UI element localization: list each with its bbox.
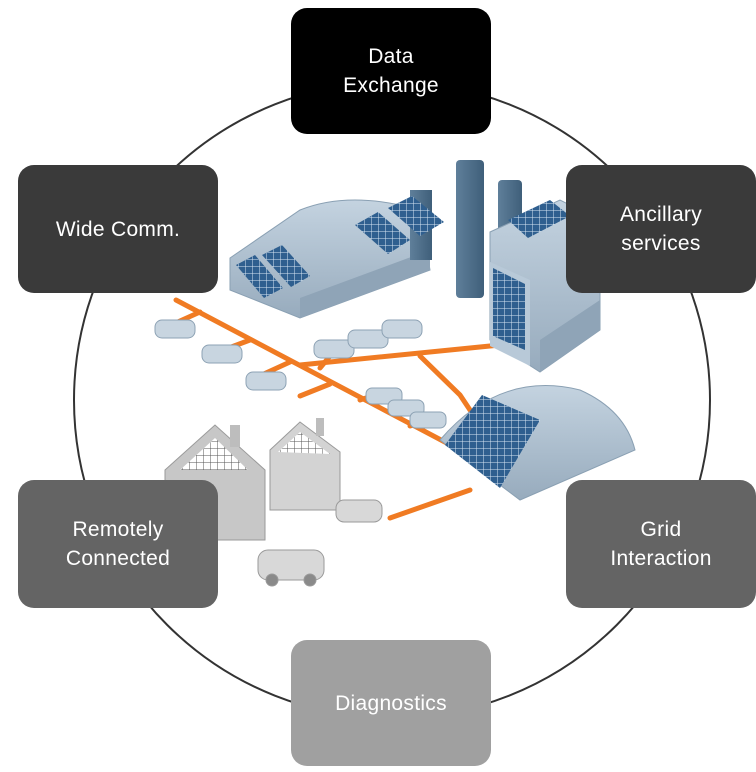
smokestack [456, 160, 484, 298]
node-data-exchange-label: Data Exchange [343, 45, 439, 97]
node-grid-interaction-label: Grid Interaction [610, 518, 712, 570]
factory-left [229, 190, 444, 319]
node-diagnostics: Diagnostics [291, 640, 491, 766]
node-wide-comm: Wide Comm. [18, 165, 218, 293]
node-remotely-connected: Remotely Connected [18, 480, 218, 608]
node-grid-interaction: Grid Interaction [566, 480, 756, 608]
node-diagnostics-label: Diagnostics [335, 691, 447, 715]
node-remotely-connected-label: Remotely Connected [65, 518, 171, 570]
dome-building [439, 385, 636, 501]
node-ancillary-services-label: Ancillary services [619, 203, 703, 255]
node-wide-comm-label: Wide Comm. [55, 217, 181, 241]
cars [154, 319, 447, 429]
node-data-exchange: Data Exchange [291, 8, 491, 134]
smart-grid-city-illustration [154, 160, 636, 587]
house-cars [257, 499, 383, 587]
node-ancillary-services: Ancillary services [566, 165, 756, 293]
